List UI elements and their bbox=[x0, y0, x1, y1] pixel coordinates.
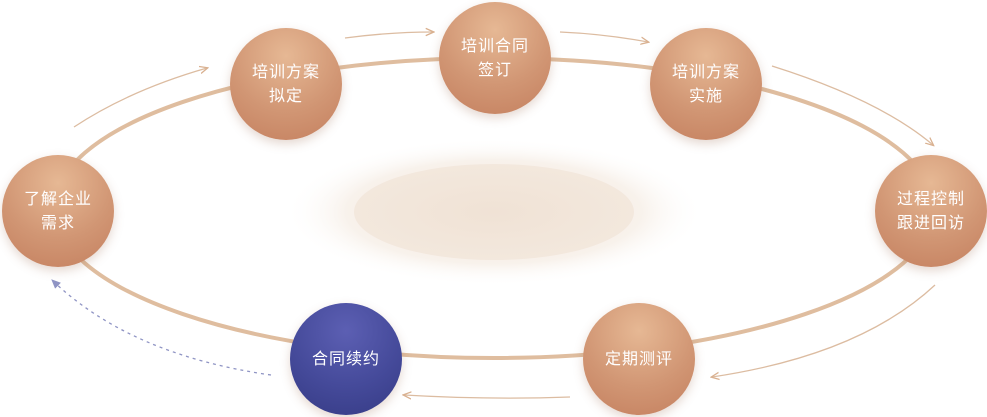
node-understand-needs: 了解企业需求 bbox=[2, 155, 114, 267]
return-arrow-renew-to-understand bbox=[51, 279, 272, 376]
flow-arrow-understand-to-plan bbox=[73, 68, 207, 128]
node-contract-signing: 培训合同签订 bbox=[439, 2, 551, 114]
node-label: 培训合同签订 bbox=[460, 36, 529, 79]
node-label: 培训方案拟定 bbox=[251, 62, 320, 105]
flow-arrow-contract-to-implement bbox=[559, 31, 648, 42]
node-label: 过程控制跟进回访 bbox=[896, 189, 965, 232]
node-process-control-followup: 过程控制跟进回访 bbox=[875, 155, 987, 267]
node-label: 培训方案实施 bbox=[671, 62, 740, 105]
center-glow-inner bbox=[354, 164, 634, 260]
node-plan-drafting: 培训方案拟定 bbox=[230, 28, 342, 140]
node-label: 定期测评 bbox=[604, 349, 673, 368]
flow-arrow-implement-to-followup bbox=[771, 65, 933, 145]
node-label: 了解企业需求 bbox=[23, 189, 92, 232]
node-plan-implementation: 培训方案实施 bbox=[650, 28, 762, 140]
flow-arrow-evaluate-to-renew bbox=[404, 395, 571, 398]
flow-arrow-plan-to-contract bbox=[344, 32, 433, 39]
flow-arrow-followup-to-evaluate bbox=[712, 284, 936, 377]
node-periodic-evaluation: 定期测评 bbox=[583, 303, 695, 415]
node-contract-renewal: 合同续约 bbox=[290, 303, 402, 415]
node-label: 合同续约 bbox=[311, 349, 380, 368]
